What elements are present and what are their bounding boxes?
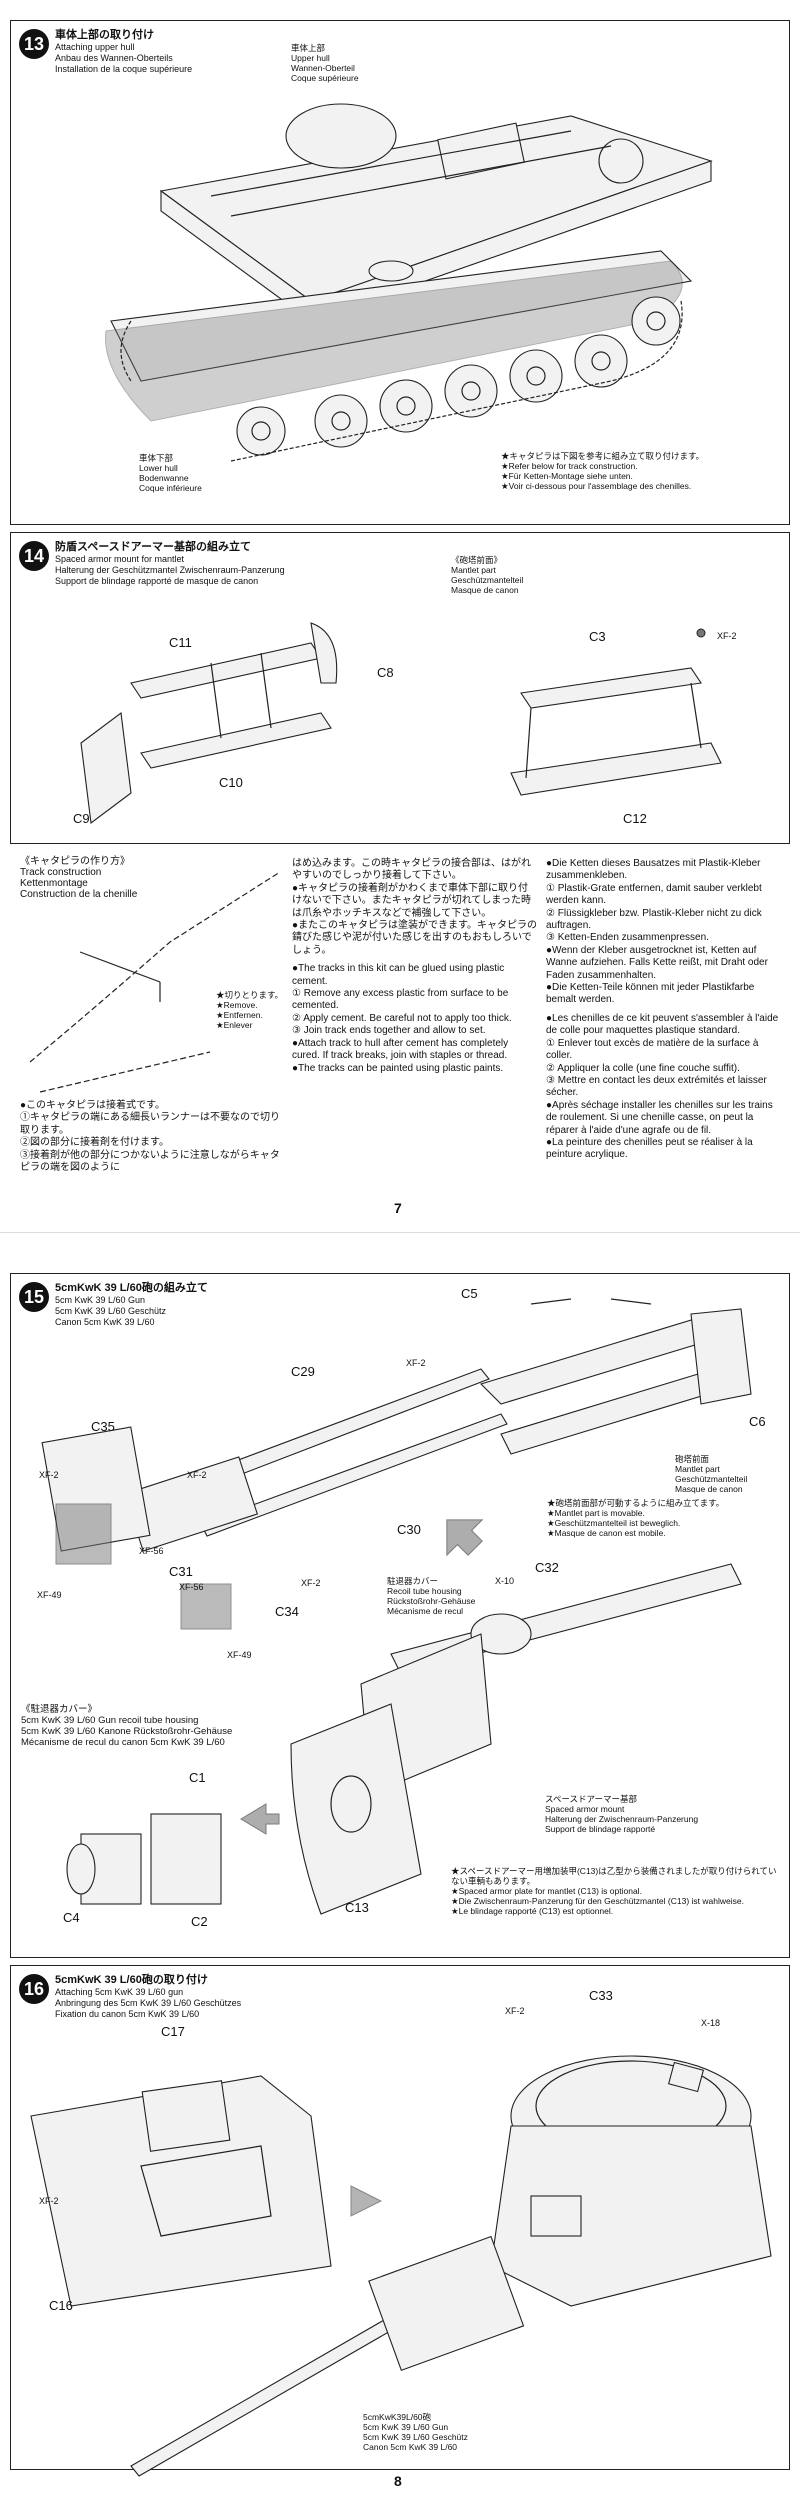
part-c8: C8 bbox=[377, 665, 394, 680]
title-de: 5cm KwK 39 L/60 Geschütz bbox=[55, 1306, 167, 1316]
mantlet-movable-note: ★砲塔前面部が可動するように組み立てます。 ★Mantlet part is m… bbox=[547, 1498, 725, 1538]
paint-xf56-b: XF-56 bbox=[179, 1582, 204, 1592]
part-c5: C5 bbox=[461, 1286, 478, 1301]
title-jp: 5cmKwK 39 L/60砲の取り付け bbox=[55, 1974, 208, 1986]
title-en: Attaching upper hull bbox=[55, 42, 135, 52]
part-c10: C10 bbox=[219, 775, 243, 790]
lower-hull-label: 車体下部 Lower hull Bodenwanne Coque inférie… bbox=[139, 453, 202, 493]
title-fr: Canon 5cm KwK 39 L/60 bbox=[55, 1317, 155, 1327]
gun-label: 5cmKwK39L/60砲 5cm KwK 39 L/60 Gun 5cm Kw… bbox=[363, 2412, 468, 2452]
track-note: ★キャタピラは下図を参考に組み立て取り付けます。 ★Refer below fo… bbox=[501, 451, 705, 491]
track-text-jp-left: ●このキャタピラは接着式です。 ①キャタピラの端にある細長いランナーは不要なので… bbox=[20, 1100, 280, 1174]
step-15-panel: 15 5cmKwK 39 L/60砲の組み立て 5cm KwK 39 L/60 … bbox=[10, 1273, 790, 1958]
part-c32: C32 bbox=[535, 1560, 559, 1575]
step-16-header: 5cmKwK 39 L/60砲の取り付け Attaching 5cm KwK 3… bbox=[55, 1974, 375, 2020]
title-fr: Support de blindage rapporté de masque d… bbox=[55, 576, 259, 586]
part-c2: C2 bbox=[191, 1914, 208, 1929]
recoil-housing-title: 《駐退器カバー》 5cm KwK 39 L/60 Gun recoil tube… bbox=[21, 1704, 233, 1748]
step-number: 14 bbox=[19, 541, 49, 571]
part-c12: C12 bbox=[623, 811, 647, 826]
title-en: 5cm KwK 39 L/60 Gun bbox=[55, 1295, 146, 1305]
track-text-mid: はめ込みます。この時キャタピラの接合部は、はがれやすいのでしっかり接着して下さい… bbox=[292, 858, 538, 1074]
part-c17: C17 bbox=[161, 2024, 185, 2039]
optional-plate-note: ★スペースドアーマー用増加装甲(C13)は乙型から装備されましたが取り付けられて… bbox=[451, 1866, 777, 1916]
part-c1: C1 bbox=[189, 1770, 206, 1785]
page-7: 13 車体上部の取り付け Attaching upper hull Anbau … bbox=[0, 0, 800, 1230]
paint-x18: X-18 bbox=[701, 2018, 721, 2028]
title-en: Spaced armor mount for mantlet bbox=[55, 554, 185, 564]
part-c29: C29 bbox=[291, 1364, 315, 1379]
paint-xf2-b: XF-2 bbox=[39, 1470, 59, 1480]
title-de: Anbau des Wannen-Oberteils bbox=[55, 53, 173, 63]
hull-drawing bbox=[105, 103, 713, 462]
step-16-panel: 16 5cmKwK 39 L/60砲の取り付け Attaching 5cm Kw… bbox=[10, 1965, 790, 2477]
mantlet-part-label: 砲塔前面 Mantlet part Geschützmantelteil Mas… bbox=[675, 1454, 748, 1494]
step-14-panel: 14 防盾スペースドアーマー基部の組み立て Spaced armor mount… bbox=[10, 532, 790, 844]
step-number: 15 bbox=[19, 1282, 49, 1312]
track-construction-panel: 《キャタピラの作り方》 Track construction Kettenmon… bbox=[10, 852, 790, 1200]
track-title: 《キャタピラの作り方》 Track construction Kettenmon… bbox=[20, 856, 138, 900]
part-c34: C34 bbox=[275, 1604, 299, 1619]
track-drawing bbox=[29, 871, 281, 1093]
title-jp: 車体上部の取り付け bbox=[55, 29, 154, 41]
paint-xf56-a: XF-56 bbox=[139, 1546, 164, 1556]
title-jp: 防盾スペースドアーマー基部の組み立て bbox=[55, 541, 252, 553]
step-13-header: 車体上部の取り付け Attaching upper hull Anbau des… bbox=[55, 29, 355, 75]
paint-xf2-d: XF-2 bbox=[301, 1578, 321, 1588]
paint-xf2-a: XF-2 bbox=[406, 1358, 426, 1368]
step-number: 16 bbox=[19, 1974, 49, 2004]
title-de: Halterung der Geschützmantel Zwischenrau… bbox=[55, 565, 285, 575]
title-fr: Fixation du canon 5cm KwK 39 L/60 bbox=[55, 2009, 200, 2019]
step-15-header: 5cmKwK 39 L/60砲の組み立て 5cm KwK 39 L/60 Gun… bbox=[55, 1282, 315, 1328]
track-text-right: ●Die Ketten dieses Bausatzes mit Plastik… bbox=[546, 858, 779, 1161]
part-c35: C35 bbox=[91, 1419, 115, 1434]
page-number: 8 bbox=[394, 2473, 402, 2489]
part-c30: C30 bbox=[397, 1522, 421, 1537]
paint-xf2-c: XF-2 bbox=[187, 1470, 207, 1480]
remove-label: ★切りとります。 ★Remove. ★Entfernen. ★Enlever bbox=[216, 990, 284, 1030]
part-c11: C11 bbox=[169, 635, 192, 650]
title-de: Anbringung des 5cm KwK 39 L/60 Geschütze… bbox=[55, 1998, 242, 2008]
upper-hull-label: 車体上部 Upper hull Wannen-Oberteil Coque su… bbox=[291, 43, 359, 83]
step-14-header: 防盾スペースドアーマー基部の組み立て Spaced armor mount fo… bbox=[55, 541, 415, 587]
part-c6: C6 bbox=[749, 1414, 766, 1429]
page-number: 7 bbox=[394, 1200, 402, 1216]
part-c31: C31 bbox=[169, 1564, 193, 1579]
title-en: Attaching 5cm KwK 39 L/60 gun bbox=[55, 1987, 184, 1997]
part-c9: C9 bbox=[73, 811, 90, 826]
road-wheels bbox=[236, 296, 681, 456]
paint-x10: X-10 bbox=[495, 1576, 515, 1586]
step-13-panel: 13 車体上部の取り付け Attaching upper hull Anbau … bbox=[10, 20, 790, 525]
part-c4: C4 bbox=[63, 1910, 80, 1925]
paint-xf49-a: XF-49 bbox=[37, 1590, 62, 1600]
paint-xf49-b: XF-49 bbox=[227, 1650, 252, 1660]
paint-xf2-b: XF-2 bbox=[39, 2196, 59, 2206]
turret-drawing bbox=[30, 2055, 772, 2477]
mount-drawing bbox=[80, 622, 722, 825]
title-fr: Installation de la coque supérieure bbox=[55, 64, 193, 74]
paint-xf2-a: XF-2 bbox=[505, 2006, 525, 2016]
spaced-armor-label: スペースドアーマー基部 Spaced armor mount Halterung… bbox=[545, 1794, 699, 1834]
part-c3: C3 bbox=[589, 629, 606, 644]
paint-xf2: XF-2 bbox=[717, 631, 737, 641]
part-c33: C33 bbox=[589, 1988, 613, 2003]
mantlet-part-label: 《砲塔前面》 Mantlet part Geschützmantelteil M… bbox=[451, 555, 524, 595]
page-8: 15 5cmKwK 39 L/60砲の組み立て 5cm KwK 39 L/60 … bbox=[0, 1232, 800, 2494]
step-number: 13 bbox=[19, 29, 49, 59]
gun-assembly-drawing bbox=[41, 1298, 752, 1915]
part-c16: C16 bbox=[49, 2298, 73, 2313]
recoil-housing-label: 駐退器カバー Recoil tube housing Rückstoßrohr-… bbox=[387, 1576, 476, 1616]
part-c13: C13 bbox=[345, 1900, 369, 1915]
title-jp: 5cmKwK 39 L/60砲の組み立て bbox=[55, 1282, 208, 1294]
